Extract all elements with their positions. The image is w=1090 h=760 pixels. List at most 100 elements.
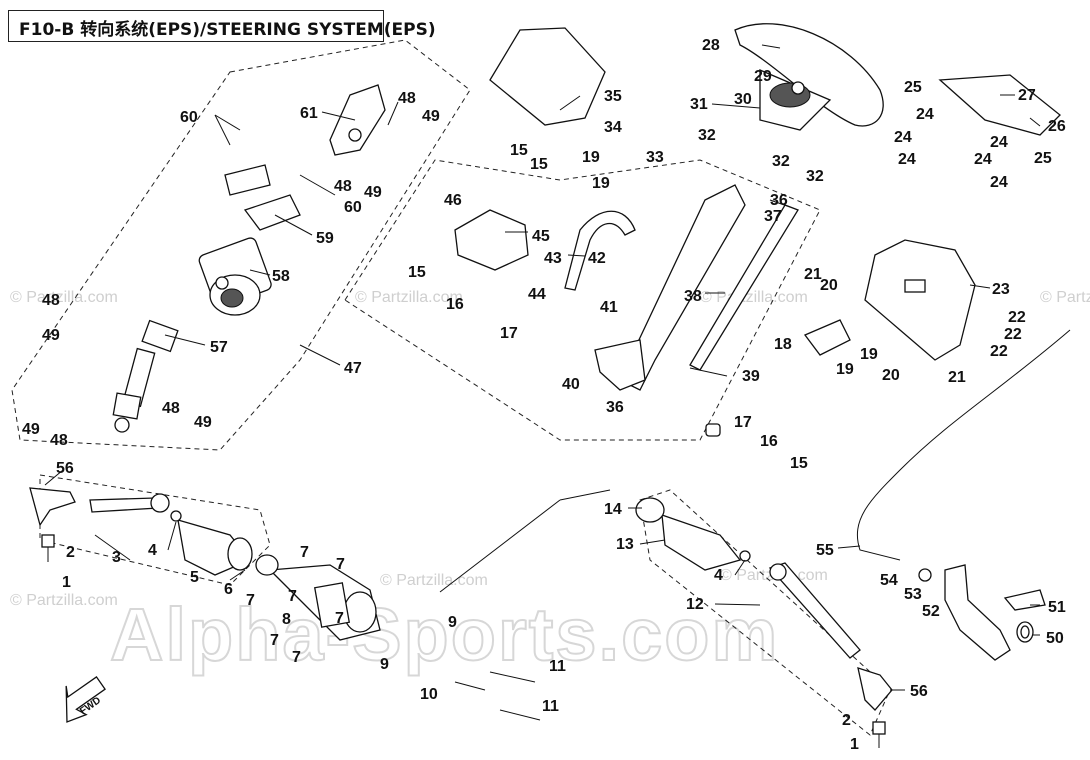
callout-49-c: 49	[42, 327, 60, 344]
callout-61: 61	[300, 105, 318, 122]
callout-35: 35	[604, 88, 622, 105]
right-tie-rod	[768, 562, 861, 659]
callout-24-d: 24	[990, 134, 1008, 151]
callout-54: 54	[880, 572, 898, 589]
steering-column-cover	[489, 27, 606, 126]
callout-43: 43	[544, 250, 562, 267]
callout-40: 40	[562, 376, 580, 393]
steering-column-group-outline	[11, 39, 471, 451]
callout-19-c: 19	[860, 346, 878, 363]
callout-3: 3	[112, 549, 121, 566]
callout-48-d: 48	[162, 400, 180, 417]
callout-7-c: 7	[246, 592, 255, 609]
callout-39: 39	[742, 368, 760, 385]
callout-48-e: 48	[50, 432, 68, 449]
callout-15-a: 15	[510, 142, 528, 159]
column-lower-shroud	[864, 239, 976, 361]
left-tie-rod	[89, 493, 182, 522]
callout-9-b: 9	[380, 656, 389, 673]
watermark-far-right: © Partzilla.com	[1040, 289, 1090, 306]
washer-53	[918, 568, 932, 582]
callout-44: 44	[528, 286, 546, 303]
callout-24-a: 24	[916, 106, 934, 123]
callout-12: 12	[686, 596, 704, 613]
shroud-bracket	[803, 319, 851, 356]
callout-22-c: 22	[990, 343, 1008, 360]
callout-48-a: 48	[398, 90, 416, 107]
callout-1-left: 1	[62, 574, 71, 591]
callout-14: 14	[604, 501, 622, 518]
callout-20-a: 20	[820, 277, 838, 294]
callout-19-b: 19	[592, 175, 610, 192]
callout-26: 26	[1048, 118, 1066, 135]
boot-clamp-left	[255, 554, 279, 576]
forward-direction-arrow: FWD	[65, 676, 106, 723]
callout-18: 18	[774, 336, 792, 353]
callout-11-b: 11	[542, 698, 559, 715]
callout-21-b: 21	[948, 369, 966, 386]
callout-55: 55	[816, 542, 834, 559]
callout-37: 37	[764, 208, 782, 225]
callout-10: 10	[420, 686, 438, 703]
callout-19-a: 19	[582, 149, 600, 166]
steering-wheel	[734, 23, 884, 131]
callout-25-b: 25	[1034, 150, 1052, 167]
watermark-right-top: © Partzilla.com	[700, 289, 808, 306]
watermark-brand: Alpha-Sports.com	[110, 593, 779, 676]
callout-7-g: 7	[335, 610, 344, 627]
callout-24-b: 24	[894, 129, 912, 146]
callout-11-a: 11	[549, 658, 566, 675]
return-spring	[1016, 621, 1034, 643]
upper-column-group-outline	[344, 159, 821, 441]
callout-32-b: 32	[772, 153, 790, 170]
column-bracket-arm	[564, 210, 636, 291]
column-lock-module	[454, 209, 529, 271]
callout-6: 6	[224, 581, 233, 598]
callout-34: 34	[604, 119, 622, 136]
callout-49-e: 49	[22, 421, 40, 438]
callout-38: 38	[684, 288, 702, 305]
callout-16-b: 16	[760, 433, 778, 450]
callout-50: 50	[1046, 630, 1064, 647]
callout-30: 30	[734, 91, 752, 108]
callout-46: 46	[444, 192, 462, 209]
callout-7-f: 7	[292, 649, 301, 666]
watermark-center-bottom: © Partzilla.com	[380, 572, 488, 589]
left-tie-rod-end	[29, 487, 76, 562]
universal-joint-shaft	[112, 319, 179, 433]
bushing-17	[705, 423, 721, 437]
tilt-pedal-lever	[944, 564, 1011, 661]
callout-20-b: 20	[882, 367, 900, 384]
callout-22-a: 22	[1008, 309, 1026, 326]
callout-17-b: 17	[734, 414, 752, 431]
callout-49-b: 49	[364, 184, 382, 201]
upper-intermediate-shaft	[329, 84, 386, 156]
callout-56-right: 56	[910, 683, 928, 700]
eps-motor-unit	[198, 237, 272, 316]
callout-15-b: 15	[530, 156, 548, 173]
watermark-center-top: © Partzilla.com	[355, 289, 463, 306]
callout-13: 13	[616, 536, 634, 553]
callout-16-a: 16	[446, 296, 464, 313]
right-tie-rod-group-outline	[639, 489, 891, 736]
callout-48-b: 48	[334, 178, 352, 195]
callout-60-a: 60	[180, 109, 198, 126]
callout-leader-lines	[44, 44, 1041, 691]
callout-58: 58	[272, 268, 290, 285]
callout-28: 28	[702, 37, 720, 54]
callout-19-d: 19	[836, 361, 854, 378]
callout-33: 33	[646, 149, 664, 166]
callout-2-right: 2	[842, 712, 851, 729]
callout-9-a: 9	[448, 614, 457, 631]
callout-36-a: 36	[770, 192, 788, 209]
callout-31: 31	[690, 96, 708, 113]
diagram-title-box: F10-B 转向系统(EPS)/STEERING SYSTEM(EPS)	[8, 10, 436, 42]
watermark-left-bottom: © Partzilla.com	[10, 592, 118, 609]
callout-41: 41	[600, 299, 618, 316]
callout-56-left: 56	[56, 460, 74, 477]
diagram-title: F10-B 转向系统(EPS)/STEERING SYSTEM(EPS)	[19, 20, 436, 40]
steering-rack-housing	[268, 564, 381, 641]
callout-22-b: 22	[1004, 326, 1022, 343]
callout-24-f: 24	[990, 174, 1008, 191]
